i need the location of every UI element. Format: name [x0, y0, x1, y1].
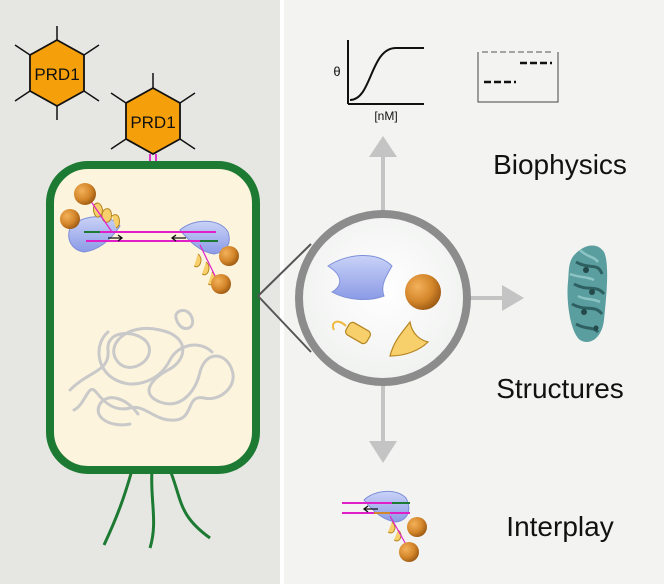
section-label-biophysics: Biophysics: [493, 149, 627, 180]
gel-bands-icon: [477, 51, 559, 103]
protein-structure-icon: [567, 245, 608, 342]
protein-sphere: [399, 542, 419, 562]
zoom-line: [257, 295, 312, 353]
protein-sphere: [407, 517, 427, 537]
magnifier-circle-icon: [295, 210, 471, 386]
hexagon-phage-icon: [29, 38, 85, 108]
panel-divider: [280, 0, 284, 584]
dna-protein-complex: [60, 183, 239, 294]
protein-sphere: [405, 274, 441, 310]
arrows: [369, 136, 524, 463]
protein-sphere: [211, 274, 231, 294]
protein-sphere: [219, 246, 239, 266]
section-label-interplay: Interplay: [506, 511, 613, 542]
binding-curve-icon: θ [nM]: [333, 40, 424, 123]
magnified-components: [327, 254, 441, 357]
flagella: [102, 469, 211, 549]
protein-blue-clamp: [327, 254, 393, 300]
zoom-line: [257, 243, 312, 297]
phage-label: PRD1: [130, 113, 175, 132]
phage-free: PRD1: [14, 26, 100, 120]
protein-yellow-wedge: [389, 320, 430, 357]
interplay-complex: [342, 491, 427, 562]
plot-y-label: θ: [333, 64, 340, 79]
protein-yellow-rod: [344, 321, 372, 345]
phage-label: PRD1: [34, 65, 79, 84]
bacterial-cell: [46, 161, 260, 474]
protein-sphere: [74, 183, 96, 205]
section-label-structures: Structures: [496, 373, 624, 404]
nucleoid-dna: [68, 309, 235, 427]
hexagon-phage-icon: [125, 86, 181, 156]
plot-x-label: [nM]: [374, 109, 397, 123]
protein-sphere: [60, 209, 80, 229]
